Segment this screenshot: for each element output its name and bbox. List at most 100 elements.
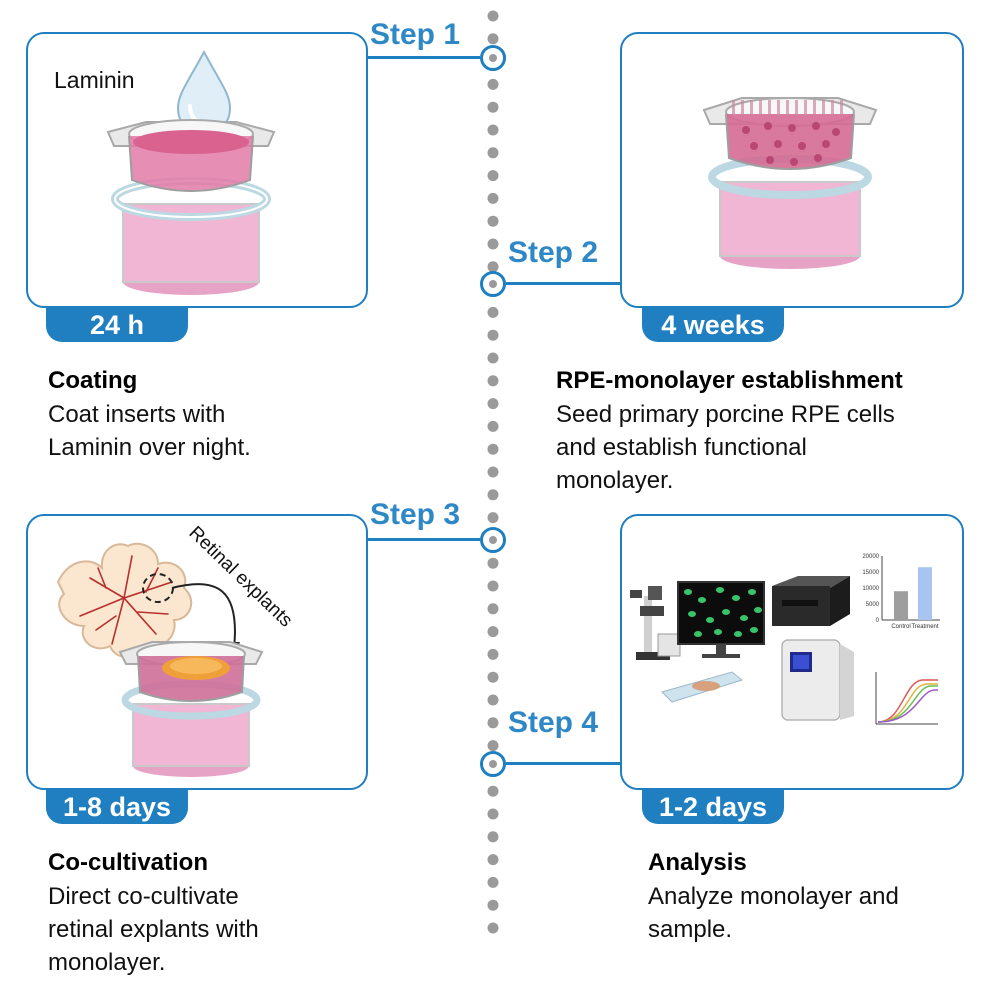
fluorescent-cell bbox=[694, 631, 702, 637]
mini-chart-ytick: 0 bbox=[876, 618, 880, 624]
step2-duration-badge: 4 weeks bbox=[642, 308, 784, 342]
timeline-dot bbox=[487, 466, 499, 478]
rpe-cell bbox=[750, 142, 758, 150]
step3-duration-badge: 1-8 days bbox=[46, 790, 188, 824]
timeline-dotted-line bbox=[487, 10, 499, 934]
timeline-dot bbox=[487, 124, 499, 136]
mini-chart-ytick: 20000 bbox=[862, 554, 879, 560]
timeline-dot bbox=[487, 854, 499, 866]
timeline-dot bbox=[487, 694, 499, 706]
timeline-dot bbox=[487, 10, 499, 22]
rpe-cell bbox=[774, 140, 782, 148]
rpe-microvilli bbox=[822, 100, 825, 116]
timeline-dot bbox=[487, 603, 499, 615]
rpe-microvilli bbox=[732, 100, 735, 116]
timeline-dot bbox=[487, 329, 499, 341]
step3-title: Co-cultivation bbox=[48, 849, 208, 876]
timeline-dot bbox=[487, 261, 499, 273]
step3-description: Direct co-cultivate retinal explants wit… bbox=[48, 883, 259, 976]
rpe-microvilli bbox=[804, 100, 807, 116]
mini-chart-ytick: 5000 bbox=[866, 602, 880, 608]
co-cultivation-illustration: Retinal explants bbox=[56, 522, 296, 777]
timeline-dot bbox=[487, 876, 499, 888]
timeline-dot bbox=[487, 626, 499, 638]
timeline-dot bbox=[487, 557, 499, 569]
timeline-dot bbox=[487, 147, 499, 159]
fluorescent-cell bbox=[698, 597, 706, 603]
timeline-dot bbox=[487, 717, 499, 729]
step2-label: Step 2 bbox=[508, 236, 599, 269]
mini-chart-ytick: 10000 bbox=[862, 586, 879, 592]
rpe-microvilli bbox=[831, 100, 834, 116]
rpe-cell bbox=[798, 142, 806, 150]
step2-panel bbox=[620, 32, 964, 308]
step4-label: Step 4 bbox=[508, 706, 599, 739]
rpe-cell bbox=[788, 124, 796, 132]
step1-label: Step 1 bbox=[370, 18, 461, 51]
step4-timeline-node bbox=[480, 751, 506, 777]
step2-timeline-node bbox=[480, 271, 506, 297]
timeline-dot bbox=[487, 740, 499, 752]
step2-connector bbox=[506, 282, 622, 285]
timeline-dot bbox=[487, 489, 499, 501]
timeline-dot bbox=[487, 101, 499, 113]
rpe-cell bbox=[742, 126, 750, 134]
monitor-icon bbox=[677, 581, 765, 658]
timeline-dot bbox=[487, 170, 499, 182]
step3-timeline-node bbox=[480, 527, 506, 553]
timeline-dot bbox=[487, 192, 499, 204]
fluorescent-cell bbox=[740, 615, 748, 621]
timeline-dot bbox=[487, 33, 499, 45]
amplification-curves bbox=[875, 672, 938, 725]
fluorescent-cell bbox=[748, 589, 756, 595]
step1-panel: Laminin bbox=[26, 32, 368, 308]
laminin-annotation: Laminin bbox=[54, 67, 135, 93]
timeline-dot bbox=[487, 443, 499, 455]
step4-title: Analysis bbox=[648, 849, 747, 876]
step2-title: RPE-monolayer establishment bbox=[556, 367, 903, 394]
rpe-microvilli bbox=[750, 100, 753, 116]
rpe-microvilli bbox=[786, 100, 789, 116]
fluorescent-cell bbox=[750, 627, 758, 633]
step1-description: Coat inserts with Laminin over night. bbox=[48, 401, 251, 461]
timeline-dot bbox=[487, 238, 499, 250]
mini-chart-category: Treatment bbox=[911, 624, 938, 630]
timeline-dot bbox=[487, 785, 499, 797]
coating-illustration: Laminin bbox=[54, 49, 276, 295]
timeline-dot bbox=[487, 420, 499, 432]
timeline-dot bbox=[487, 899, 499, 911]
timeline-dot bbox=[487, 580, 499, 592]
timeline-dot bbox=[487, 831, 499, 843]
microscope-slide-icon bbox=[661, 671, 744, 703]
rpe-microvilli bbox=[759, 100, 762, 116]
rpe-cell bbox=[766, 156, 774, 164]
rpe-microvilli bbox=[777, 100, 780, 116]
fluorescent-cell bbox=[754, 607, 762, 613]
retina-flatmount-icon bbox=[56, 542, 193, 658]
step4-duration-badge: 1-2 days bbox=[642, 790, 784, 824]
mini-chart-bar bbox=[918, 567, 932, 620]
timeline-dot bbox=[487, 512, 499, 524]
step3-connector bbox=[365, 538, 480, 541]
step4-description: Analyze monolayer and sample. bbox=[648, 883, 899, 943]
timeline-dot bbox=[487, 306, 499, 318]
step1-title: Coating bbox=[48, 367, 138, 394]
fluorescent-cell bbox=[732, 595, 740, 601]
timeline-dot bbox=[487, 78, 499, 90]
step1-duration-badge: 24 h bbox=[46, 308, 188, 342]
step3-panel: Retinal explants bbox=[26, 514, 368, 790]
rpe-microvilli bbox=[795, 100, 798, 116]
step2-description: Seed primary porcine RPE cells and estab… bbox=[556, 401, 895, 494]
rpe-microvilli bbox=[768, 100, 771, 116]
timeline-dot bbox=[487, 375, 499, 387]
rpe-cell bbox=[790, 158, 798, 166]
fluorescent-cell bbox=[688, 611, 696, 617]
fluorescent-cell bbox=[684, 589, 692, 595]
fluorescent-cell bbox=[706, 617, 714, 623]
rpe-cell bbox=[764, 122, 772, 130]
step4-connector bbox=[506, 762, 622, 765]
rpe-cell bbox=[822, 140, 830, 148]
